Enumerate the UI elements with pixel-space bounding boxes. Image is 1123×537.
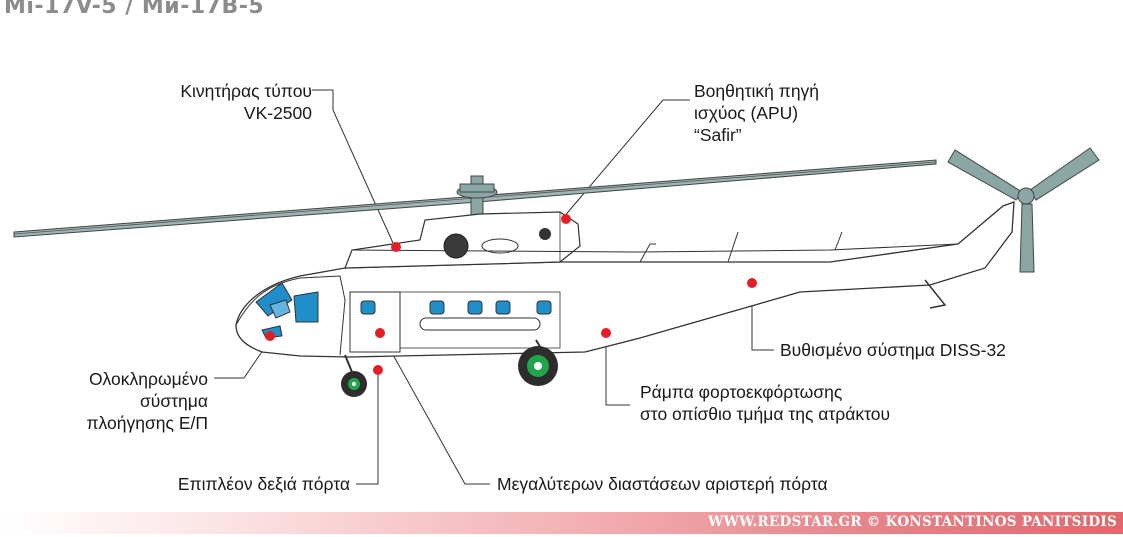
marker-diss [747,278,757,288]
marker-left-door [375,328,385,338]
tail-skid [924,279,947,309]
fuselage [235,201,1015,358]
label-nav: Ολοκληρωμένο σύστημα πλοήγησης Ε/Π [86,369,208,433]
cabin-windows [360,300,552,315]
engine-exhaust [443,233,469,259]
label-engine: Κινητήρας τύπου VK-2500 [180,81,312,123]
label-ramp: Ράμπα φορτοεκφόρτωσης στο οπίσθιο τμήμα … [640,382,891,424]
marker-ramp [601,328,611,338]
marker-apu [561,214,571,224]
marker-engine [391,242,401,252]
label-diss: Βυθισμένο σύστημα DISS-32 [780,340,1006,360]
footer-bar: WWW.REDSTAR.GR © KONSTANTINOS PANITSIDIS [0,512,1123,534]
label-left-door: Μεγαλύτερων διαστάσεων αριστερή πόρτα [497,474,828,494]
leader-ramp [605,333,630,406]
marker-right-door [373,365,383,375]
red-markers [265,214,757,375]
page-title: Mi-17V-5 / Ми-17В-5 [4,0,265,19]
leader-right-door [356,370,379,485]
helicopter-diagram [13,89,1100,485]
leader-lines [214,89,774,485]
tail-rotor [947,147,1100,273]
copyright-text: WWW.REDSTAR.GR © KONSTANTINOS PANITSIDIS [708,514,1117,530]
leader-engine [312,89,394,244]
label-right-door: Επιπλέον δεξιά πόρτα [177,474,350,494]
leader-apu [562,99,690,219]
fuel-tank [419,317,541,331]
marker-nav [265,331,275,341]
leader-left-door [381,334,490,485]
rotor-hub [456,175,498,219]
label-apu: Βοηθητική πηγή ισχύος (APU) “Safir” [694,81,820,145]
leader-nav [214,339,271,379]
